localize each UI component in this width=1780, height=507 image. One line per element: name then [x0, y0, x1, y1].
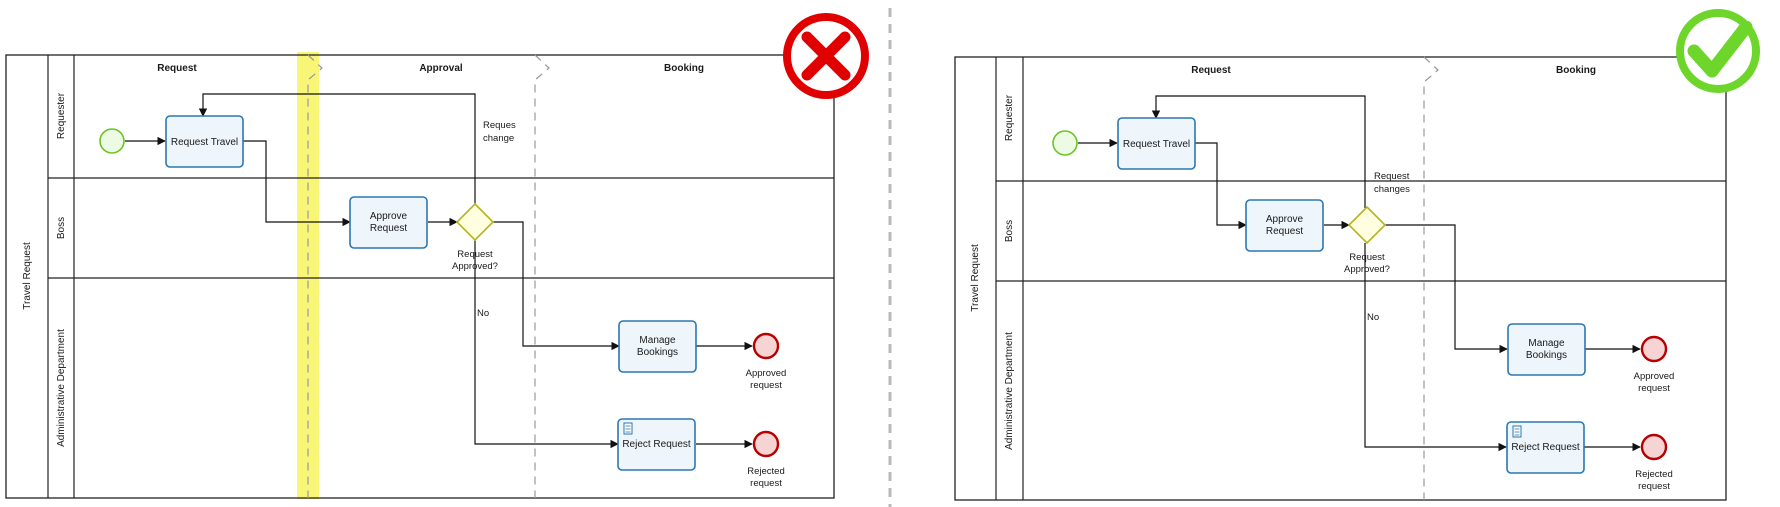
end-event-approved[interactable]	[752, 332, 780, 360]
task-request-travel[interactable]: Request Travel	[165, 115, 244, 168]
phase-separator	[1423, 56, 1439, 500]
pool-label: Travel Request	[22, 242, 33, 310]
lane-label-admin: Administrative Department	[1004, 332, 1015, 450]
task-reject-request[interactable]: Reject Request	[1506, 421, 1585, 474]
flow-label-no: No	[1367, 312, 1379, 323]
flow-request-to-approve	[1195, 142, 1247, 230]
svg-text:request: request	[750, 478, 782, 489]
wrong-badge-icon	[783, 13, 869, 99]
lane-label-requester: Requester	[56, 92, 67, 139]
phase-separator	[534, 54, 550, 498]
flow-request-to-approve	[243, 140, 351, 227]
exclusive-gateway[interactable]	[455, 202, 495, 242]
gateway-label: Request	[457, 249, 493, 260]
end-event-rejected[interactable]	[752, 430, 780, 458]
end-event-approved[interactable]	[1640, 335, 1668, 363]
svg-text:Request Travel: Request Travel	[171, 137, 238, 148]
svg-text:request: request	[750, 380, 782, 391]
phase-label-request: Request	[1191, 65, 1231, 76]
flow-label-changes: changes	[1374, 184, 1410, 195]
pool-frame	[5, 54, 835, 499]
svg-text:Manage: Manage	[1528, 338, 1565, 349]
flow-rejected	[474, 240, 619, 449]
svg-text:Request: Request	[1266, 226, 1303, 237]
task-reject-request[interactable]: Reject Request	[617, 418, 696, 471]
script-icon	[1512, 425, 1522, 438]
pool-label: Travel Request	[970, 244, 981, 312]
svg-text:Rejected: Rejected	[747, 466, 785, 477]
gateway-label: Approved?	[452, 261, 498, 272]
pool-frame	[954, 56, 1727, 501]
svg-text:Reject Request: Reject Request	[1511, 442, 1580, 453]
svg-text:Approve: Approve	[1266, 214, 1304, 225]
exclusive-gateway[interactable]	[1347, 205, 1387, 245]
flow-request-changes	[198, 93, 476, 205]
svg-text:request: request	[1638, 481, 1670, 492]
flow-request-changes	[1151, 95, 1366, 208]
phase-label-booking: Booking	[664, 63, 704, 74]
lane-label-boss: Boss	[1004, 220, 1015, 242]
task-manage-bookings[interactable]: Manage Bookings	[618, 320, 697, 373]
right-diagram: Travel Request Requester Boss Administra…	[954, 9, 1760, 501]
svg-text:Approved: Approved	[1634, 371, 1675, 382]
svg-text:Bookings: Bookings	[1526, 350, 1567, 361]
highlight-band	[297, 52, 319, 499]
task-request-travel[interactable]: Request Travel	[1117, 117, 1196, 170]
flow-label-no: No	[477, 308, 489, 319]
phase-label-approval: Approval	[419, 63, 463, 74]
svg-text:Reject Request: Reject Request	[622, 439, 691, 450]
gateway-label: Request	[1349, 252, 1385, 263]
end-event-rejected[interactable]	[1640, 433, 1668, 461]
flow-label-changes: Reques	[483, 120, 516, 131]
flow-approved	[1385, 224, 1508, 354]
svg-text:Approve: Approve	[370, 211, 408, 222]
check-badge-icon	[1676, 9, 1760, 93]
svg-text:Rejected: Rejected	[1635, 469, 1673, 480]
phase-label-request: Request	[157, 63, 197, 74]
lane-label-admin: Administrative Department	[56, 329, 67, 447]
left-diagram: Travel Request Requester Boss Administra…	[5, 13, 869, 499]
phase-label-booking: Booking	[1556, 65, 1596, 76]
svg-text:Approved: Approved	[746, 368, 787, 379]
svg-text:request: request	[1638, 383, 1670, 394]
flow-rejected	[1364, 243, 1507, 452]
gateway-label: Approved?	[1344, 264, 1390, 275]
svg-text:Request Travel: Request Travel	[1123, 139, 1190, 150]
task-approve-request[interactable]: Approve Request	[349, 196, 428, 249]
flow-label-changes: Request	[1374, 171, 1410, 182]
flow-approved	[493, 221, 620, 351]
start-event[interactable]	[99, 128, 125, 154]
flow-label-changes: change	[483, 133, 514, 144]
task-approve-request[interactable]: Approve Request	[1245, 199, 1324, 252]
script-icon	[623, 422, 633, 435]
task-manage-bookings[interactable]: Manage Bookings	[1507, 323, 1586, 376]
svg-text:Manage: Manage	[639, 335, 676, 346]
lane-label-boss: Boss	[56, 217, 67, 239]
svg-text:Bookings: Bookings	[637, 347, 678, 358]
phase-separator	[307, 54, 323, 498]
lane-label-requester: Requester	[1004, 94, 1015, 141]
start-event[interactable]	[1052, 130, 1078, 156]
svg-text:Request: Request	[370, 223, 407, 234]
